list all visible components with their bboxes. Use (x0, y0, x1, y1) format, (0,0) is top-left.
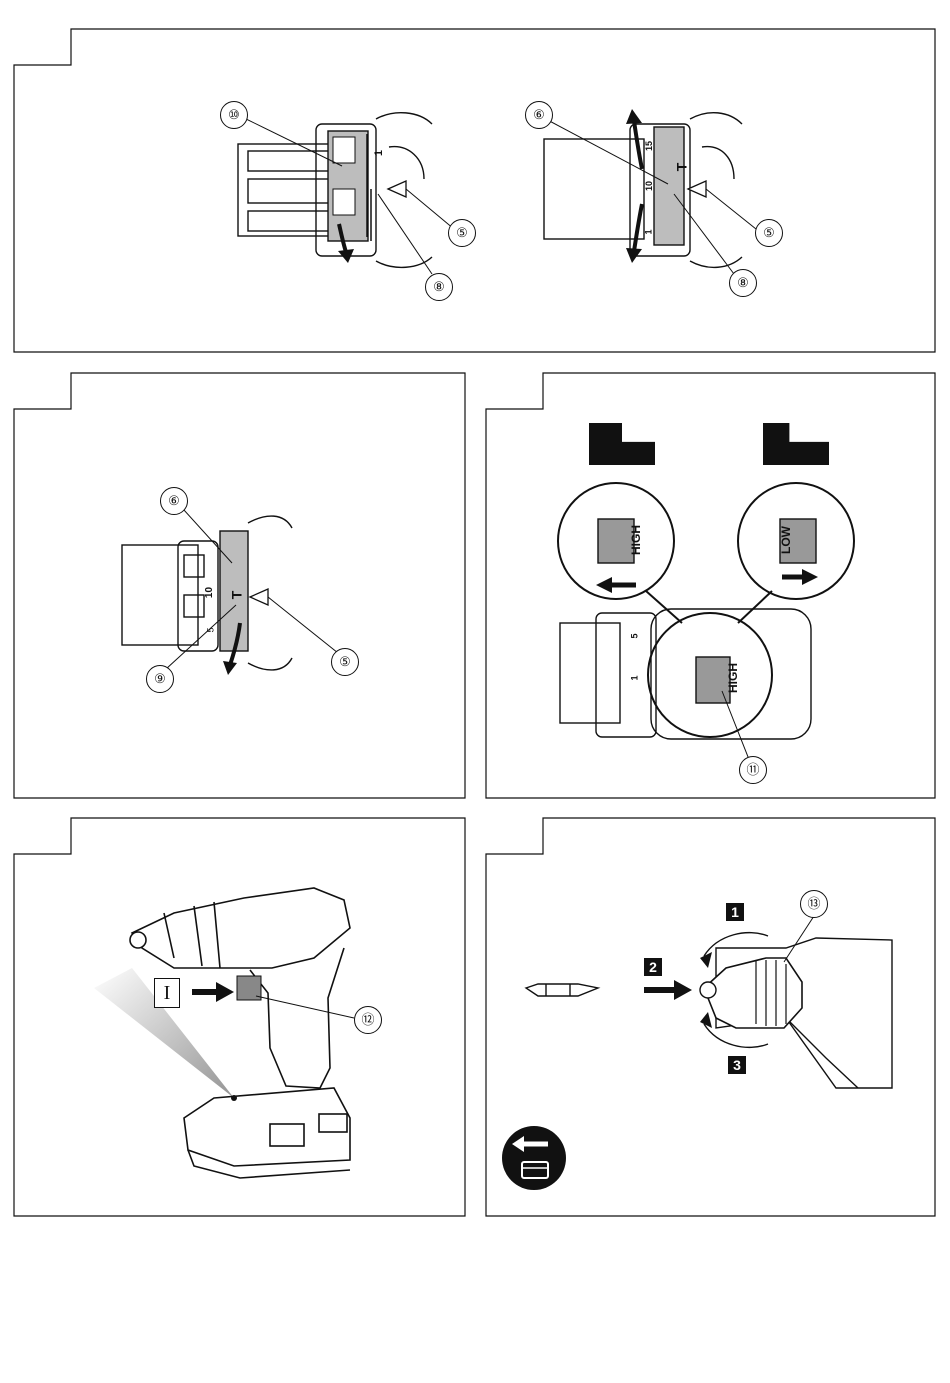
clutch-diagram-right (14, 29, 936, 353)
callout-11: ⑪ (739, 756, 767, 784)
scale-label: 10 (204, 587, 215, 598)
bit-insert-diagram (486, 818, 936, 1217)
speed-switch-diagram (486, 373, 936, 799)
drill-light-diagram (14, 818, 466, 1217)
figure-panel-middle-right: HIGH LOW HIGH ⑪ 5 1 (486, 373, 936, 799)
scale-label: 1 (630, 675, 640, 680)
callout-12: ⑫ (354, 1006, 382, 1034)
figure-panel-middle-left: ⑥ ⑤ ⑨ T 10 5 (14, 373, 466, 799)
scale-label: 5 (630, 633, 640, 638)
step-3-badge: 3 (728, 1056, 746, 1074)
callout-9: ⑨ (146, 665, 174, 693)
scale-label: 1 (644, 229, 654, 234)
callout-5: ⑤ (331, 648, 359, 676)
figure-panel-bottom-left: I ⑫ (14, 818, 466, 1217)
callout-5: ⑤ (755, 219, 783, 247)
scale-label: 10 (644, 181, 654, 191)
torque-mark: T (228, 591, 244, 600)
callout-13: ⑬ (800, 890, 828, 918)
speed-label-low: LOW (779, 526, 793, 554)
step-2-badge: 2 (644, 958, 662, 976)
speed-label-current: HIGH (726, 663, 740, 693)
callout-6: ⑥ (525, 101, 553, 129)
torque-mark: T (673, 163, 689, 172)
scale-label: 15 (644, 141, 654, 151)
figure-panel-bottom-right: 1 2 3 ⑬ (486, 818, 936, 1217)
clutch-diagram (14, 373, 466, 799)
figure-panel-top: ⑩ ⑤ ⑧ 1 ⑥ ⑤ ⑧ T 15 10 1 (14, 29, 936, 353)
callout-8: ⑧ (729, 269, 757, 297)
scale-label: 5 (206, 627, 216, 632)
callout-6: ⑥ (160, 487, 188, 515)
light-on-icon: I (154, 978, 180, 1008)
step-1-badge: 1 (726, 903, 744, 921)
speed-label-high: HIGH (629, 525, 643, 555)
